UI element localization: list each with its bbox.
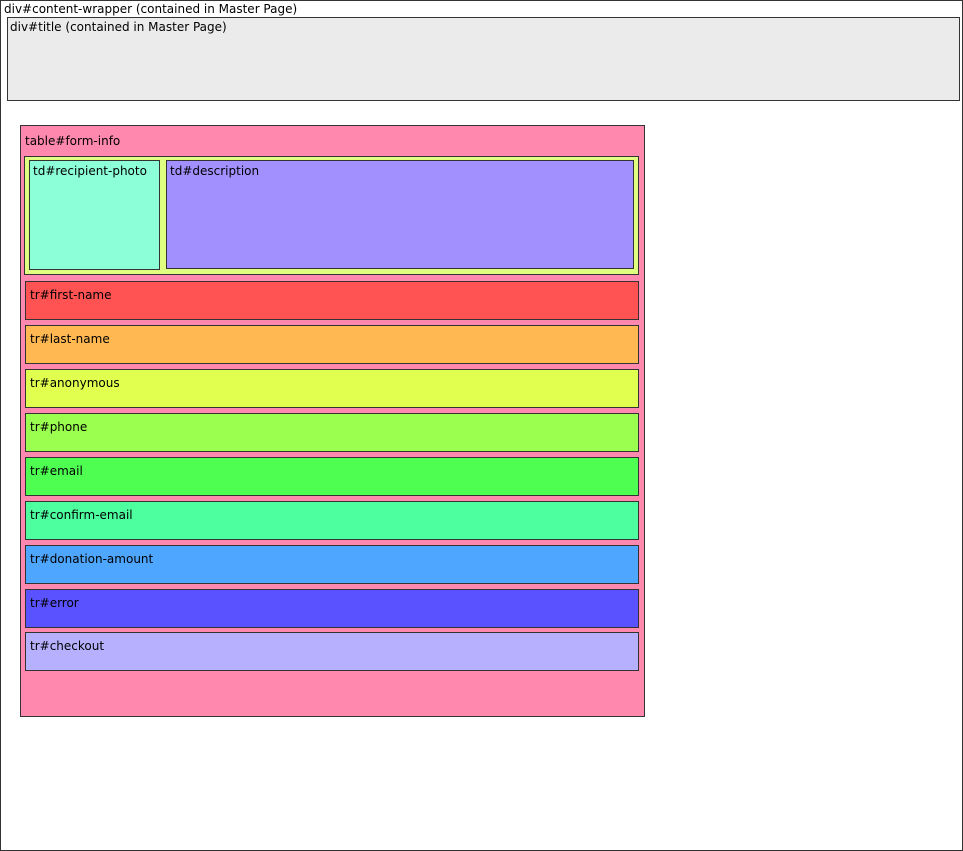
description-label: td#description bbox=[170, 164, 260, 178]
row-email-label: tr#email bbox=[30, 464, 83, 478]
row-error: tr#error bbox=[25, 589, 639, 628]
row-donation-amount-label: tr#donation-amount bbox=[30, 552, 154, 566]
form-info-label: table#form-info bbox=[25, 134, 121, 148]
row-last-name-label: tr#last-name bbox=[30, 332, 110, 346]
row-confirm-email-label: tr#confirm-email bbox=[30, 508, 133, 522]
row-checkout: tr#checkout bbox=[25, 632, 639, 671]
title-box: div#title (contained in Master Page) bbox=[7, 17, 960, 101]
row-anonymous: tr#anonymous bbox=[25, 369, 639, 408]
row-phone: tr#phone bbox=[25, 413, 639, 452]
top-row: td#recipient-photo td#description bbox=[24, 156, 639, 275]
row-phone-label: tr#phone bbox=[30, 420, 88, 434]
row-checkout-label: tr#checkout bbox=[30, 639, 105, 653]
row-anonymous-label: tr#anonymous bbox=[30, 376, 120, 390]
row-first-name-label: tr#first-name bbox=[30, 288, 112, 302]
row-first-name: tr#first-name bbox=[25, 281, 639, 320]
row-confirm-email: tr#confirm-email bbox=[25, 501, 639, 540]
row-donation-amount: tr#donation-amount bbox=[25, 545, 639, 584]
title-label: div#title (contained in Master Page) bbox=[10, 20, 227, 34]
description-cell: td#description bbox=[166, 160, 634, 269]
recipient-photo-label: td#recipient-photo bbox=[33, 164, 147, 178]
content-wrapper-label: div#content-wrapper (contained in Master… bbox=[4, 2, 298, 16]
row-last-name: tr#last-name bbox=[25, 325, 639, 364]
row-error-label: tr#error bbox=[30, 596, 79, 610]
row-email: tr#email bbox=[25, 457, 639, 496]
recipient-photo-cell: td#recipient-photo bbox=[29, 160, 160, 270]
